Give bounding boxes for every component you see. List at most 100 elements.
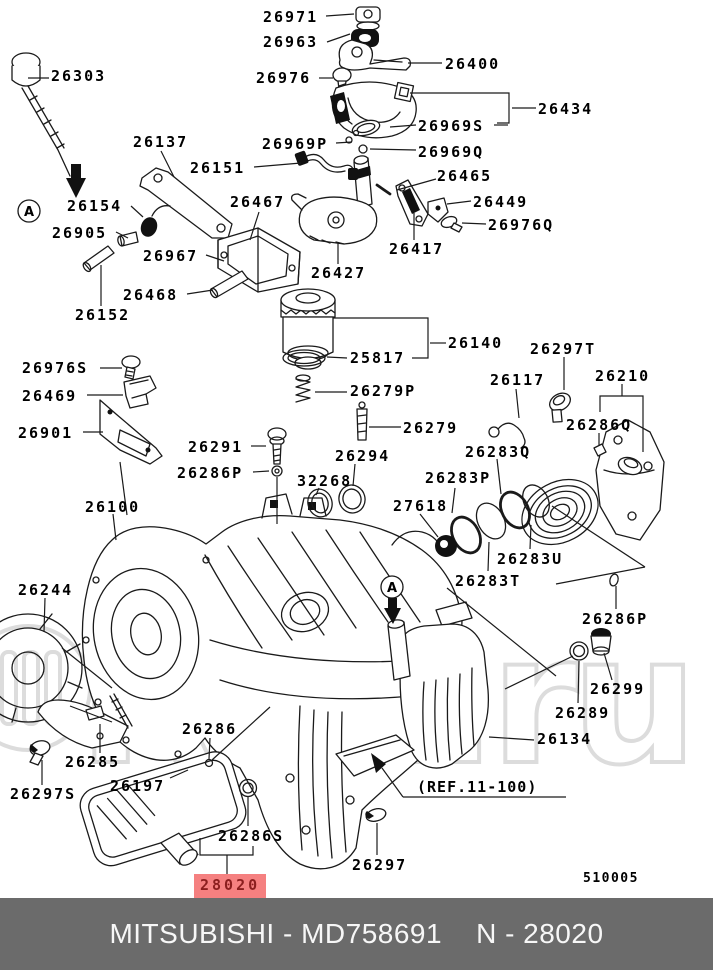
part-label-26303: 26303	[51, 67, 107, 85]
footer-catalog-ref: N - 28020	[476, 918, 604, 949]
sketch-26140-filter	[280, 288, 336, 370]
sketch-26286-dot	[204, 758, 214, 768]
part-label-26283T: 26283T	[455, 572, 522, 590]
sketch-26152	[82, 245, 115, 273]
part-label-26468: 26468	[123, 286, 179, 304]
label-bracket	[410, 92, 510, 124]
section-marker-a-top: A	[17, 199, 41, 223]
sketch-case-26100	[81, 493, 463, 870]
part-label-26449: 26449	[473, 193, 529, 211]
part-label-26969P: 26969P	[262, 135, 329, 153]
part-label-26971: 26971	[263, 8, 319, 26]
sketch-26117	[488, 422, 526, 449]
part-label-26286P-right: 26286P	[582, 610, 649, 628]
part-label-26100: 26100	[85, 498, 141, 516]
part-label-26283U: 26283U	[497, 550, 564, 568]
leader-line	[529, 524, 532, 550]
sketch-26210-bolt	[617, 456, 643, 476]
leader-line	[315, 487, 320, 496]
sketch-26244	[0, 613, 129, 749]
sketch-26901	[99, 399, 163, 465]
part-label-26197: 26197	[110, 777, 166, 795]
part-label-26465: 26465	[437, 167, 493, 185]
leader-line	[208, 737, 211, 760]
part-label-26905: 26905	[52, 224, 108, 242]
leader-line	[419, 513, 439, 538]
sketch-26154	[140, 205, 171, 237]
sketch-32268	[307, 488, 333, 518]
sketch-26427	[290, 193, 378, 245]
part-label-26285: 26285	[65, 753, 121, 771]
part-label-26137: 26137	[133, 133, 189, 151]
leader-line	[381, 767, 404, 798]
leader-line	[461, 222, 487, 225]
part-label-26286S: 26286S	[218, 827, 285, 845]
leader-line	[249, 211, 260, 241]
sketch-26151	[294, 150, 358, 180]
sketch-26286S	[238, 778, 258, 798]
part-label-26279P: 26279P	[350, 382, 417, 400]
sketch-27618	[435, 535, 457, 557]
footer-bar: MITSUBISHI - MD758691 N - 28020	[0, 898, 713, 970]
leader-line	[69, 705, 113, 723]
sketch-26291	[267, 427, 287, 465]
leader-line	[487, 541, 490, 572]
sketch-26279P	[295, 374, 311, 403]
sketch-26434	[330, 81, 417, 139]
part-label-sheet-number: 510005	[583, 871, 639, 886]
sketch-26905	[117, 231, 139, 247]
sketch-26197	[79, 751, 247, 867]
sketch-26294	[338, 484, 366, 514]
label-bracket	[333, 317, 429, 359]
part-label-26283Q: 26283Q	[465, 443, 532, 461]
sketch-26286P-right-pin	[609, 573, 619, 587]
part-label-26152: 26152	[75, 306, 131, 324]
part-label-26901: 26901	[18, 424, 74, 442]
sketch-26969Q	[358, 144, 368, 154]
sketch-26400	[338, 39, 412, 71]
leader-line	[112, 513, 117, 541]
part-label-26286: 26286	[182, 720, 238, 738]
leader-line	[488, 736, 535, 741]
sketch-26297T	[549, 392, 571, 423]
footer-brand-part: MITSUBISHI - MD758691	[109, 918, 443, 949]
part-label-26976S: 26976S	[22, 359, 89, 377]
sketch-26286P-left	[271, 465, 283, 477]
part-label-26291: 26291	[188, 438, 244, 456]
part-label-26976: 26976	[256, 69, 312, 87]
part-label-26151: 26151	[190, 159, 246, 177]
sketch-26469	[123, 375, 157, 409]
leader-line	[205, 254, 225, 262]
leader-line	[115, 231, 129, 239]
leader-line	[326, 356, 348, 359]
leader-line	[446, 587, 557, 677]
part-label-26294: 26294	[335, 447, 391, 465]
leader-line	[160, 150, 175, 178]
ref-arrow-icon	[371, 753, 386, 773]
part-label-26140: 26140	[448, 334, 504, 352]
leader-line	[504, 655, 574, 690]
part-label-26297T: 26297T	[530, 340, 597, 358]
part-label-26297: 26297	[352, 856, 408, 874]
part-label-26963: 26963	[263, 33, 319, 51]
part-label-32268: 32268	[297, 472, 353, 490]
sketch-26134	[399, 601, 490, 769]
part-label-26434: 26434	[538, 100, 594, 118]
part-label-26286Q: 26286Q	[566, 416, 633, 434]
leader-line	[603, 652, 613, 681]
leader-line	[335, 141, 353, 144]
section-marker-a-mid: A	[380, 575, 404, 624]
part-label-28020[interactable]: 28020	[194, 874, 267, 898]
part-label-26427: 26427	[311, 264, 367, 282]
svg-text:A: A	[24, 205, 34, 220]
leader-line	[496, 458, 502, 495]
sketch-26969S	[351, 119, 381, 137]
part-label-26286P-left: 26286P	[177, 464, 244, 482]
leader-line	[369, 148, 417, 151]
leader-line	[551, 505, 646, 568]
part-label-26467: 26467	[230, 193, 286, 211]
part-label-26417: 26417	[389, 240, 445, 258]
sketch-25817	[282, 349, 326, 367]
part-label-26279: 26279	[403, 419, 459, 437]
part-label-26297S: 26297S	[10, 785, 77, 803]
